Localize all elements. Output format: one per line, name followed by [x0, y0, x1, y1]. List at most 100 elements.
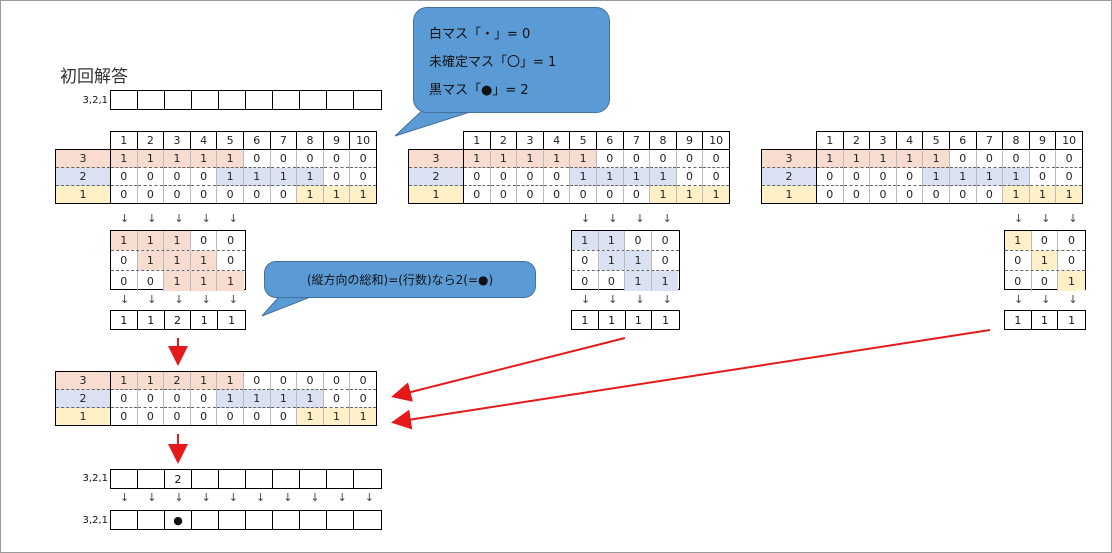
- grid-cell: 1: [922, 167, 950, 186]
- strip-cell: 2: [165, 470, 192, 488]
- strip-cell: [219, 470, 246, 488]
- grid-cell: 0: [163, 389, 191, 408]
- row-label: 1: [55, 407, 111, 426]
- grid-cell: 0: [189, 185, 217, 204]
- col-header: 8: [649, 131, 677, 150]
- grid-cell: 0: [242, 185, 271, 204]
- row-label: 2: [55, 167, 111, 186]
- down-arrow-glyph: ↓: [174, 293, 184, 306]
- strip-cell: ●: [165, 511, 192, 529]
- col-header: 10: [1055, 131, 1083, 150]
- grid-cell: 1: [189, 149, 217, 168]
- col-header: 10: [702, 131, 730, 150]
- row-label: 1: [408, 185, 464, 204]
- col-header: 5: [216, 131, 244, 150]
- grid-cell: 0: [702, 149, 730, 168]
- sub-cell: 1: [217, 271, 244, 291]
- sub-cell: 1: [164, 271, 191, 291]
- down-arrow-glyph: ↓: [283, 491, 293, 504]
- strip-cell: 1: [599, 311, 626, 329]
- down-arrow-glyph: ↓: [581, 293, 591, 306]
- col-header: 3: [516, 131, 544, 150]
- grid-cell: 0: [189, 389, 217, 408]
- sub-cell: 0: [599, 271, 626, 291]
- grid-cell: 1: [216, 389, 244, 408]
- col-header: 2: [136, 131, 165, 150]
- grid-cell: 0: [569, 185, 597, 204]
- down-arrow-glyph: ↓: [256, 491, 266, 504]
- grid-cell: 1: [322, 185, 350, 204]
- strip-cell: [300, 91, 327, 109]
- grid-cell: 1: [1028, 185, 1056, 204]
- grid-cell: 1: [216, 167, 244, 186]
- grid-cell: 1: [216, 371, 244, 390]
- strip-cell: [354, 511, 381, 529]
- grid-cell: 1: [1055, 185, 1083, 204]
- down-arrow-glyph: ↓: [147, 293, 157, 306]
- strip-cell: [246, 470, 273, 488]
- grid-cell: 1: [948, 167, 977, 186]
- grid-cell: 0: [296, 149, 324, 168]
- col-header: 5: [922, 131, 950, 150]
- col-header: 9: [1028, 131, 1057, 150]
- grid-cell: 0: [542, 167, 570, 186]
- grid-cell: 0: [349, 149, 377, 168]
- sub-cell: 0: [138, 271, 165, 291]
- down-arrow-glyph: ↓: [1068, 293, 1078, 306]
- result-row: 2: [110, 469, 382, 489]
- sub-cell: 1: [164, 231, 191, 250]
- col-header: 10: [349, 131, 377, 150]
- grid-cell: 0: [1055, 149, 1083, 168]
- down-arrow-glyph: ↓: [635, 212, 645, 225]
- down-arrow-glyph: ↓: [120, 212, 130, 225]
- grid-cell: 0: [349, 167, 377, 186]
- down-arrow-glyph: ↓: [608, 212, 618, 225]
- strip-cell: 1: [572, 311, 599, 329]
- col-header: 3: [163, 131, 191, 150]
- col-header: 3: [869, 131, 897, 150]
- strip-cell: 1: [111, 311, 138, 329]
- down-arrow-glyph: ↓: [120, 293, 130, 306]
- sub-cell: 0: [227, 234, 235, 247]
- grid-cell: 1: [542, 149, 570, 168]
- down-arrow-glyph: ↓: [310, 491, 320, 504]
- col-header: 8: [296, 131, 324, 150]
- down-arrow-glyph: ↓: [581, 212, 591, 225]
- legend-line-undetermined: 未確定マス「〇」= 1: [429, 55, 557, 70]
- strip-cell: 1: [191, 311, 219, 329]
- col-header: 9: [675, 131, 704, 150]
- grid-cell: 0: [702, 167, 730, 186]
- empty-answer-row: [110, 90, 382, 110]
- grid-cell: 1: [296, 389, 324, 408]
- col-header: 6: [948, 131, 977, 150]
- down-arrow-glyph: ↓: [635, 293, 645, 306]
- grid-cell: 0: [269, 407, 297, 426]
- row-label: 3: [55, 149, 111, 168]
- sub-cell: 1: [111, 231, 138, 250]
- grid-cell: 0: [189, 407, 217, 426]
- col-header: 1: [816, 131, 844, 150]
- hint-label-final: 3,2,1: [82, 515, 108, 526]
- strip-cell: [165, 91, 192, 109]
- strip-cell: 1: [1032, 311, 1059, 329]
- down-arrow-glyph: ↓: [120, 491, 130, 504]
- grid-cell: 0: [489, 185, 517, 204]
- sub-cell: 1: [598, 251, 626, 270]
- grid-cell: 0: [322, 149, 350, 168]
- grid-cell: 0: [136, 167, 164, 186]
- sub-cell: 1: [598, 231, 626, 250]
- strip-cell: [138, 91, 165, 109]
- grid-cell: 0: [322, 389, 350, 408]
- grid-cell: 1: [269, 167, 297, 186]
- grid-cell: 1: [842, 149, 870, 168]
- grid-cell: 0: [110, 167, 138, 186]
- strip-cell: [246, 91, 273, 109]
- down-arrow-glyph: ↓: [662, 212, 672, 225]
- grid-cell: 0: [948, 185, 977, 204]
- strip-cell: [327, 511, 354, 529]
